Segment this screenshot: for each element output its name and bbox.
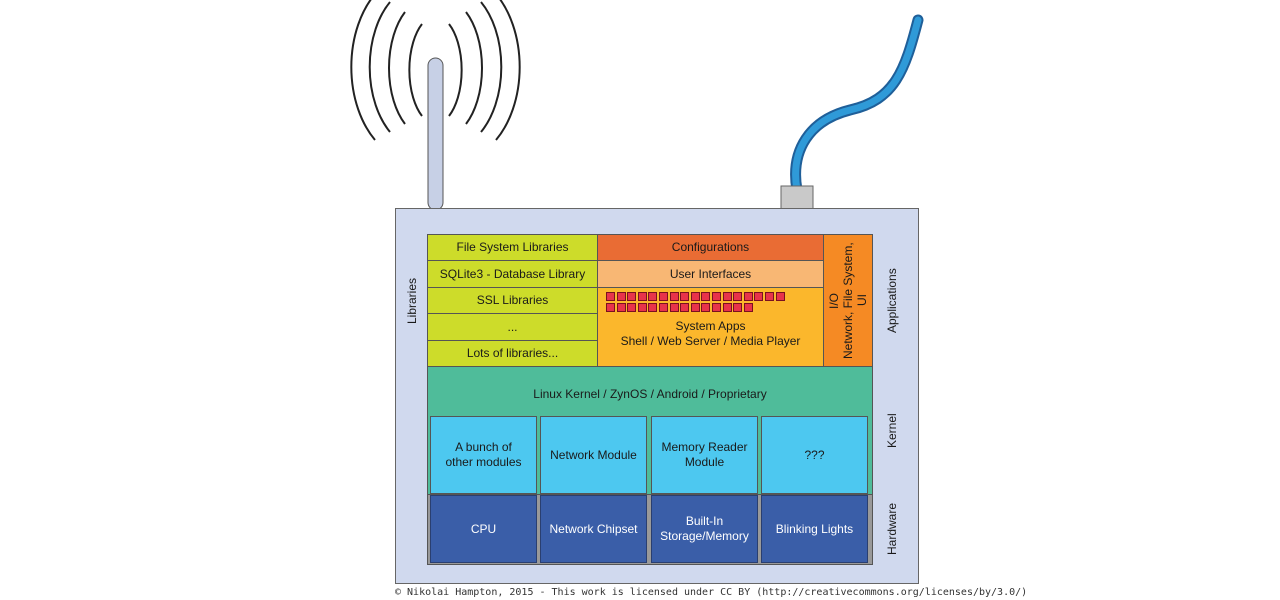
process-block <box>733 303 743 312</box>
process-block <box>701 292 711 301</box>
process-block <box>627 303 637 312</box>
process-block <box>606 303 615 312</box>
hardware-blinking-lights: Blinking Lights <box>761 495 868 563</box>
user-interfaces-block: User Interfaces <box>597 260 824 288</box>
process-block <box>648 303 658 312</box>
process-block <box>743 292 753 301</box>
hardware-side-label: Hardware <box>885 502 899 556</box>
kernel-module-other: A bunch of other modules <box>430 416 537 494</box>
process-block <box>627 292 637 301</box>
process-block <box>616 303 626 312</box>
antenna-icon <box>427 57 444 211</box>
applications-side-label: Applications <box>885 268 899 333</box>
library-ssl: SSL Libraries <box>427 287 598 314</box>
process-block <box>754 292 764 301</box>
process-block <box>743 303 753 312</box>
library-lots-of-libraries: Lots of libraries... <box>427 340 598 367</box>
process-block <box>680 292 690 301</box>
hardware-network-chipset: Network Chipset <box>540 495 647 563</box>
process-block <box>648 292 658 301</box>
process-block <box>765 292 774 301</box>
hardware-storage-memory: Built-In Storage/Memory <box>651 495 758 563</box>
kernel-module-memory-reader: Memory Reader Module <box>651 416 758 494</box>
process-block <box>722 292 732 301</box>
process-block <box>669 292 679 301</box>
process-block <box>659 292 668 301</box>
license-credit: © Nikolai Hampton, 2015 - This work is l… <box>395 587 1028 598</box>
kernel-module-unknown: ??? <box>761 416 868 494</box>
antenna-waves-icon <box>350 0 521 141</box>
system-apps-block: System Apps Shell / Web Server / Media P… <box>597 287 824 367</box>
library-ellipsis: ... <box>427 313 598 341</box>
process-block <box>637 292 647 301</box>
process-block <box>659 303 668 312</box>
process-block <box>712 292 721 301</box>
process-blocks-grid <box>598 288 825 318</box>
process-block <box>680 303 690 312</box>
process-block <box>722 303 732 312</box>
hardware-cpu: CPU <box>430 495 537 563</box>
library-file-system: File System Libraries <box>427 234 598 261</box>
router-antenna-and-cable <box>350 0 924 211</box>
library-sqlite3: SQLite3 - Database Library <box>427 260 598 288</box>
kernel-title: Linux Kernel / ZynOS / Android / Proprie… <box>533 387 767 401</box>
process-block <box>701 303 711 312</box>
process-block <box>637 303 647 312</box>
system-apps-label: System Apps Shell / Web Server / Media P… <box>620 319 801 348</box>
process-block <box>775 292 785 301</box>
kernel-module-network: Network Module <box>540 416 647 494</box>
io-block: I/O Network, File System, UI <box>823 234 873 367</box>
process-block <box>616 292 626 301</box>
configurations-block: Configurations <box>597 234 824 261</box>
libraries-side-label: Libraries <box>405 277 419 324</box>
kernel-side-label: Kernel <box>885 413 899 448</box>
process-block <box>733 292 743 301</box>
cable-plug-icon <box>780 185 814 211</box>
process-block <box>690 303 700 312</box>
process-block <box>606 292 615 301</box>
process-block <box>669 303 679 312</box>
process-block <box>712 303 721 312</box>
process-block <box>690 292 700 301</box>
